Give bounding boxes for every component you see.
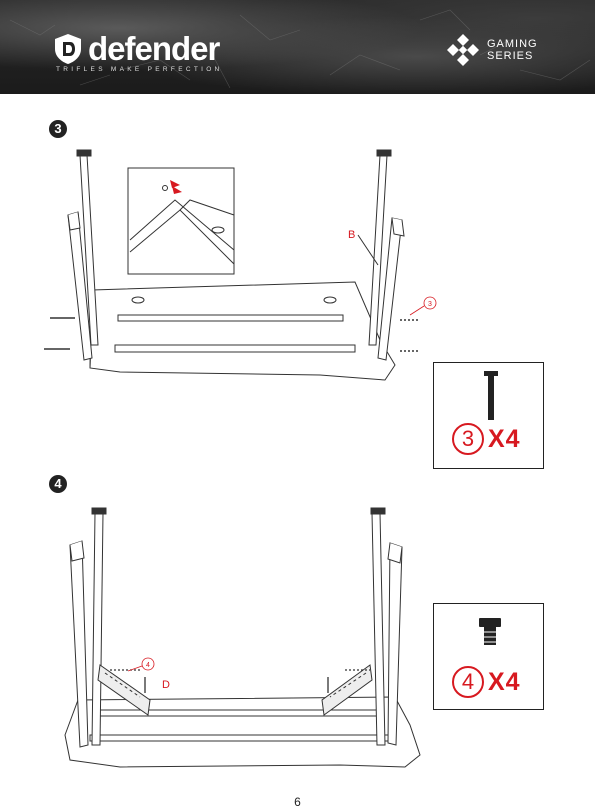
step-4-qty: 4 X4 [452, 666, 521, 698]
brand-name: defender [88, 32, 219, 65]
step-4-qty-number: 4 [452, 666, 484, 698]
step-3-qty-box: 3 X4 [433, 362, 544, 469]
step-3-diagram: 3 [0, 140, 595, 400]
page-number: 6 [0, 795, 595, 809]
gaming-line2: SERIES [487, 50, 538, 62]
step-3-qty-number: 3 [452, 423, 484, 455]
long-screw-icon [434, 363, 543, 423]
gaming-series-text: GAMING SERIES [487, 38, 538, 62]
detail-inset [128, 168, 234, 274]
gaming-diamond-icon [445, 32, 481, 68]
short-screw-icon [434, 604, 543, 659]
part-label-d: D [162, 679, 170, 691]
gaming-line1: GAMING [487, 38, 538, 50]
part-label-b: B [348, 229, 355, 241]
header-banner: defender TRIFLES MAKE PERFECTION GAMING … [0, 0, 595, 94]
gaming-series-logo: GAMING SERIES [445, 32, 538, 68]
step-3-callout: 3 [428, 301, 432, 308]
step-3-qty: 3 X4 [452, 423, 521, 455]
step-3-badge: 3 [49, 120, 67, 138]
step-4-qty-multiplier: X4 [488, 668, 521, 697]
defender-logo: defender [54, 32, 219, 65]
step-4-badge: 4 [49, 475, 67, 493]
step-3-qty-multiplier: X4 [488, 425, 521, 454]
defender-shield-icon [54, 33, 82, 65]
brand-slogan: TRIFLES MAKE PERFECTION [56, 66, 223, 73]
step-4-callout: 4 [146, 662, 150, 669]
step-4-qty-box: 4 X4 [433, 603, 544, 710]
